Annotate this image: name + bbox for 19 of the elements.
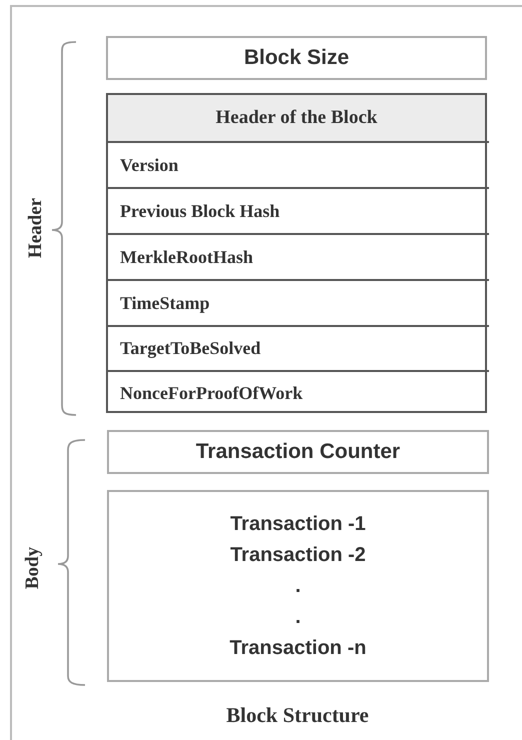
section-label: Header	[24, 198, 47, 258]
transaction-text: .	[295, 604, 301, 630]
transaction-text: Transaction -1	[230, 512, 366, 536]
field-row: TargetToBeSolved	[108, 325, 489, 370]
field-row: Previous Block Hash	[108, 187, 489, 233]
field-row: MerkleRootHash	[108, 233, 489, 279]
field-row: Version	[108, 141, 489, 187]
field-box: Block Size	[106, 36, 487, 80]
section-label: Body	[20, 546, 44, 590]
transaction-text: .	[295, 574, 301, 598]
table-header-cell: Header of the Block	[108, 95, 485, 141]
field-row: TimeStamp	[108, 279, 489, 325]
transaction-text: Transaction -2	[230, 542, 366, 568]
field-row: NonceForProofOfWork	[108, 370, 489, 415]
transactions-box	[107, 490, 489, 682]
transaction-text: Transaction -n	[230, 636, 366, 660]
field-box: Transaction Counter	[107, 430, 489, 474]
header-table	[106, 93, 487, 413]
caption: Block Structure	[225, 702, 370, 729]
